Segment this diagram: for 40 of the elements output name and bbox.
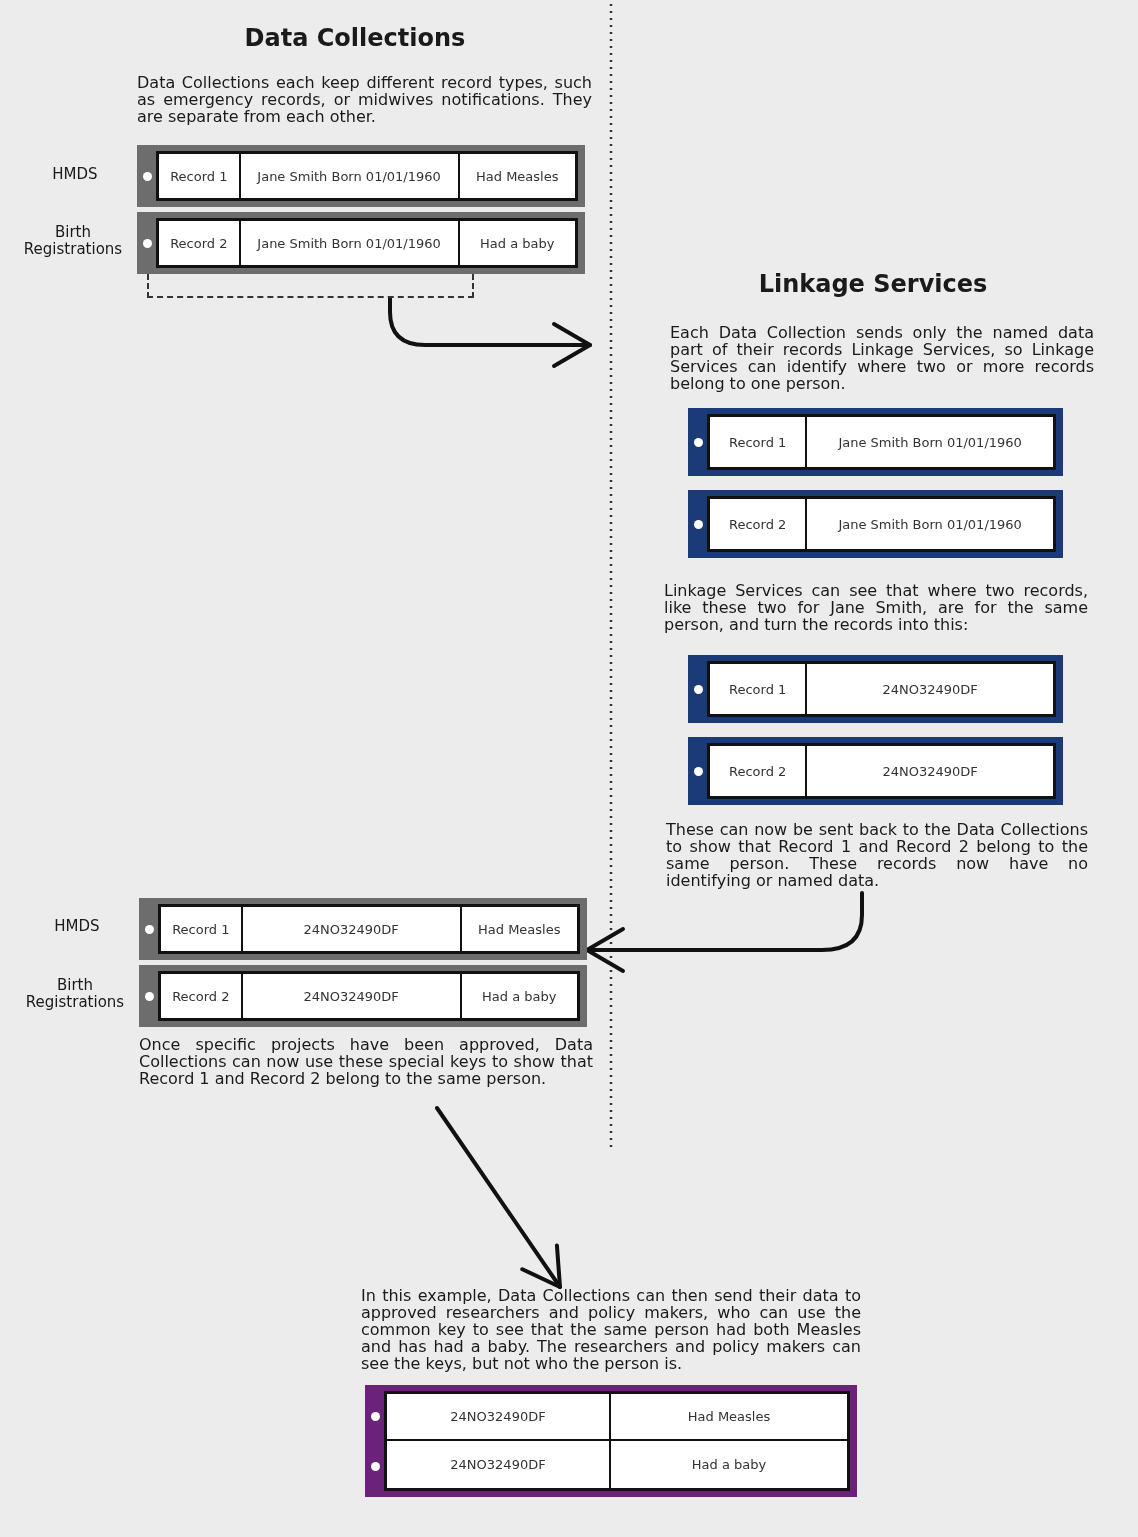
- record-field: Record 1: [710, 417, 808, 467]
- record-field: Jane Smith Born 01/01/1960: [807, 499, 1053, 549]
- record-field: Jane Smith Born 01/01/1960: [240, 221, 460, 265]
- record-field: 24NO32490DF: [807, 746, 1053, 796]
- record-field: Had a baby: [461, 974, 577, 1018]
- record-field: 24NO32490DF: [242, 974, 462, 1018]
- arrow: [388, 296, 592, 368]
- record-field: 24NO32490DF: [387, 1441, 611, 1488]
- record-field: Record 1: [159, 154, 241, 198]
- record-field: 24NO32490DF: [242, 907, 462, 951]
- record-field: Record 1: [710, 664, 808, 714]
- record-field: Had Measles: [461, 907, 577, 951]
- source-label: HMDS: [53, 918, 101, 937]
- description-text: Once specific projects have been approved, Data Collections can now use these special keys to show that Record 1 and Record 2 belong to the same person.: [139, 1036, 593, 1090]
- record-field: 24NO32490DF: [807, 664, 1053, 714]
- section-heading: Data Collections: [243, 24, 467, 54]
- description-text: Linkage Services can see that where two records, like these two for Jane Smith, are for the same person, and turn the records into this:: [664, 582, 1088, 636]
- arrow: [435, 1106, 562, 1289]
- record-field: Record 2: [710, 499, 808, 549]
- record-field: 24NO32490DF: [387, 1394, 611, 1441]
- record-field: Had a baby: [459, 221, 575, 265]
- record-strip: [688, 490, 1063, 558]
- source-label: Birth Registrations: [22, 224, 124, 260]
- description-text: In this example, Data Collections can then send their data to approved researchers and policy makers, who can use the common key to see that the same person had both Measles and has had a baby. The researchers and policy makers can see the keys, but not who the person is.: [361, 1287, 861, 1375]
- record-field: Jane Smith Born 01/01/1960: [240, 154, 460, 198]
- section-heading: Linkage Services: [757, 270, 989, 300]
- record-field: Record 2: [159, 221, 241, 265]
- source-label: HMDS: [51, 166, 99, 185]
- record-field: Jane Smith Born 01/01/1960: [807, 417, 1053, 467]
- record-field: Record 2: [161, 974, 243, 1018]
- source-label: Birth Registrations: [24, 977, 126, 1013]
- record-field: Record 2: [710, 746, 808, 796]
- dashed-bracket: [147, 274, 474, 298]
- record-field: Had Measles: [611, 1394, 847, 1441]
- description-text: These can now be sent back to the Data Collections to show that Record 1 and Record 2 belong to the same person. These records now have no identifying or named data.: [666, 821, 1088, 892]
- record-field: Record 1: [161, 907, 243, 951]
- description-text: Data Collections each keep different record types, such as emergency records, or midwives notifications. They are separate from each other.: [137, 74, 592, 128]
- record-field: Had a baby: [611, 1441, 847, 1488]
- record-field: Had Measles: [459, 154, 575, 198]
- description-text: Each Data Collection sends only the named data part of their records Linkage Services, so Linkage Services can identify where two or more records belong to one person.: [670, 324, 1094, 395]
